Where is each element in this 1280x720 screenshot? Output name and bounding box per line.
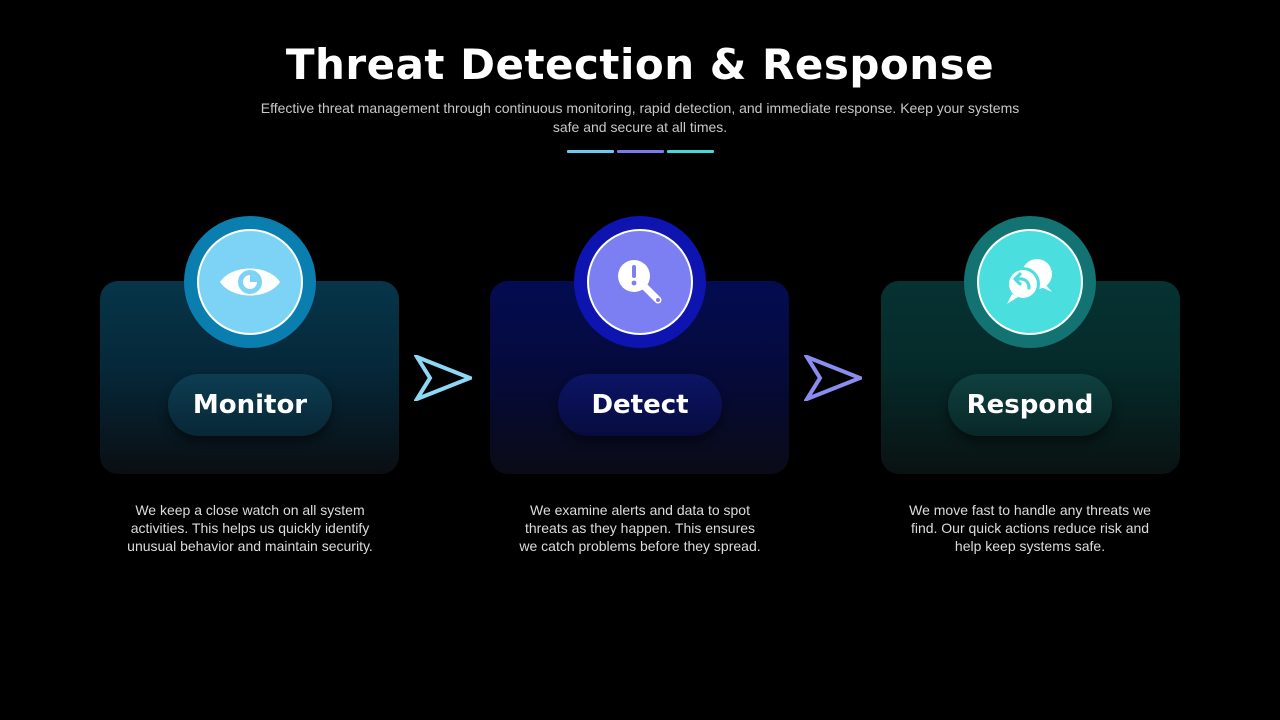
icon-circle-respond bbox=[977, 229, 1083, 335]
step-description-detect: We examine alerts and data to spot threa… bbox=[519, 502, 761, 554]
icon-circle-monitor bbox=[197, 229, 303, 335]
divider-segment-2 bbox=[617, 150, 664, 153]
step-label-monitor: Monitor bbox=[168, 374, 332, 436]
chat-reply-icon bbox=[1006, 259, 1052, 304]
icon-ring-monitor bbox=[184, 216, 316, 348]
page-title: Threat Detection & Response bbox=[285, 40, 995, 89]
step-label-respond: Respond bbox=[948, 374, 1112, 436]
divider-segment-1 bbox=[567, 150, 614, 153]
arrow-right-icon bbox=[804, 355, 862, 401]
arrow-right-icon bbox=[414, 355, 472, 401]
step-description-monitor: We keep a close watch on all system acti… bbox=[127, 502, 373, 554]
magnifier-alert-icon bbox=[618, 260, 662, 304]
step-label-detect: Detect bbox=[558, 374, 722, 436]
page-subtitle: Effective threat management through cont… bbox=[260, 100, 1020, 135]
step-description-respond: We move fast to handle any threats we fi… bbox=[909, 502, 1151, 554]
icon-ring-detect bbox=[574, 216, 706, 348]
icon-circle-detect bbox=[587, 229, 693, 335]
eye-icon bbox=[220, 268, 280, 296]
divider-segment-3 bbox=[667, 150, 714, 153]
icon-ring-respond bbox=[964, 216, 1096, 348]
